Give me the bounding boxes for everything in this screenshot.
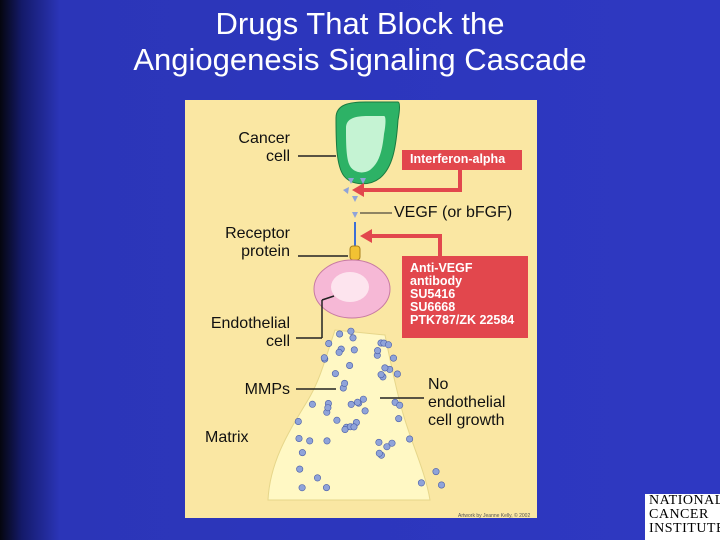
mmp-dot (336, 330, 344, 338)
title-line-2: Angiogenesis Signaling Cascade (133, 42, 587, 77)
vegf-molecule-2 (360, 178, 366, 184)
interferon-arrowhead (352, 183, 364, 197)
mmp-dot (324, 404, 332, 412)
mmp-dot (374, 347, 382, 355)
mmp-dot (333, 416, 341, 424)
vegf-molecule-1 (348, 178, 354, 184)
anti-vegf-arrowhead (360, 229, 372, 243)
mmp-dot (298, 484, 306, 492)
mmp-dot (349, 334, 357, 342)
slide-title: Drugs That Block the Angiogenesis Signal… (0, 6, 720, 78)
mmp-dot (295, 434, 303, 442)
artwork-credit: Artwork by Jeanne Kelly, © 2002 (458, 513, 531, 519)
mmp-dot (341, 425, 349, 433)
cancer-cell-label: Cancer cell (238, 130, 290, 165)
mmp-dot (417, 479, 425, 487)
mmp-dot (296, 465, 304, 473)
mmp-dot (381, 364, 389, 372)
endothelial-leader-d (321, 295, 335, 301)
vegf-molecule-5 (352, 212, 358, 218)
mmp-dot (346, 361, 354, 369)
receptor-protein (349, 245, 361, 261)
mmp-dot (347, 327, 355, 335)
endothelial-nucleus (331, 272, 369, 302)
matrix-blob (267, 329, 431, 501)
mmp-dot (313, 474, 321, 482)
mmp-dot (375, 438, 383, 446)
mmp-dot (350, 423, 358, 431)
mmp-dot (306, 437, 314, 445)
mmp-dot (375, 449, 383, 457)
logo-line-2: CANCER (649, 507, 709, 522)
mmp-dot (393, 370, 401, 378)
mmp-dot (361, 407, 369, 415)
mmp-dot (437, 481, 445, 489)
mmp-dot (335, 348, 343, 356)
mmps-label: MMPs (244, 381, 290, 398)
receptor-protein-label: Receptor protein (225, 225, 290, 260)
endothelial-cell-label: Endothelial cell (210, 315, 290, 350)
logo-line-1: NATIONAL (649, 493, 720, 508)
matrix-label: Matrix (205, 429, 249, 446)
cancer-cell-nucleus (346, 116, 386, 173)
mmp-dot (350, 346, 358, 354)
mmp-dot (396, 401, 404, 409)
mmp-dot (359, 395, 367, 403)
nci-logo: NATIONAL CANCER INSTITUTE (645, 494, 720, 540)
interferon-alpha-box: Interferon-alpha (402, 150, 522, 170)
mmp-dot (384, 341, 392, 349)
logo-line-3: INSTITUTE (649, 521, 720, 536)
mmp-dot (432, 468, 440, 476)
mmp-dot (308, 400, 316, 408)
vegf-molecule-3 (343, 187, 349, 194)
mmp-dot (341, 379, 349, 387)
vegf-molecule-4 (352, 196, 358, 202)
mmp-dot (325, 339, 333, 347)
interferon-arrow (364, 168, 462, 192)
mmp-dot (347, 400, 355, 408)
title-line-1: Drugs That Block the (215, 6, 505, 41)
mmp-dot (294, 417, 302, 425)
mmp-dots (294, 327, 445, 492)
anti-vegf-arrow (372, 234, 442, 256)
mmp-dot (388, 439, 396, 447)
mmp-dot (406, 435, 414, 443)
mmp-dot (320, 354, 328, 362)
mmp-dot (323, 437, 331, 445)
mmp-dot (395, 415, 403, 423)
mmp-dot (322, 484, 330, 492)
vegf-label: VEGF (or bFGF) (394, 204, 513, 221)
mmp-dot (383, 443, 391, 451)
mmp-dot (377, 371, 385, 379)
mmp-dot (353, 398, 361, 406)
mmp-dot (331, 370, 339, 378)
outcome-label: No endothelial cell growth (428, 376, 506, 429)
mmp-dot (389, 354, 397, 362)
anti-vegf-box: Anti-VEGF antibody SU5416 SU6668 PTK787/… (402, 256, 528, 338)
mmp-dot (298, 449, 306, 457)
